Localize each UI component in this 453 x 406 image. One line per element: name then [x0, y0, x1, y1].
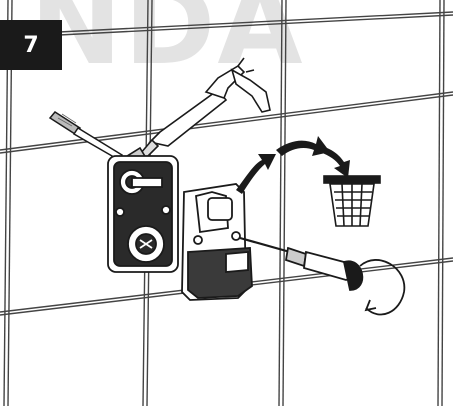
screwdriver-icon — [239, 236, 406, 316]
caulking-gun-icon — [122, 57, 271, 170]
brand-watermark: NDA — [30, 0, 305, 89]
mixer-valve-body-icon — [107, 155, 179, 273]
waste-bin-icon — [323, 175, 381, 227]
step-number-badge: 7 — [0, 20, 62, 70]
protective-cover-icon — [181, 183, 253, 301]
curved-arrow-icon — [236, 136, 350, 194]
brush-icon — [48, 111, 124, 162]
